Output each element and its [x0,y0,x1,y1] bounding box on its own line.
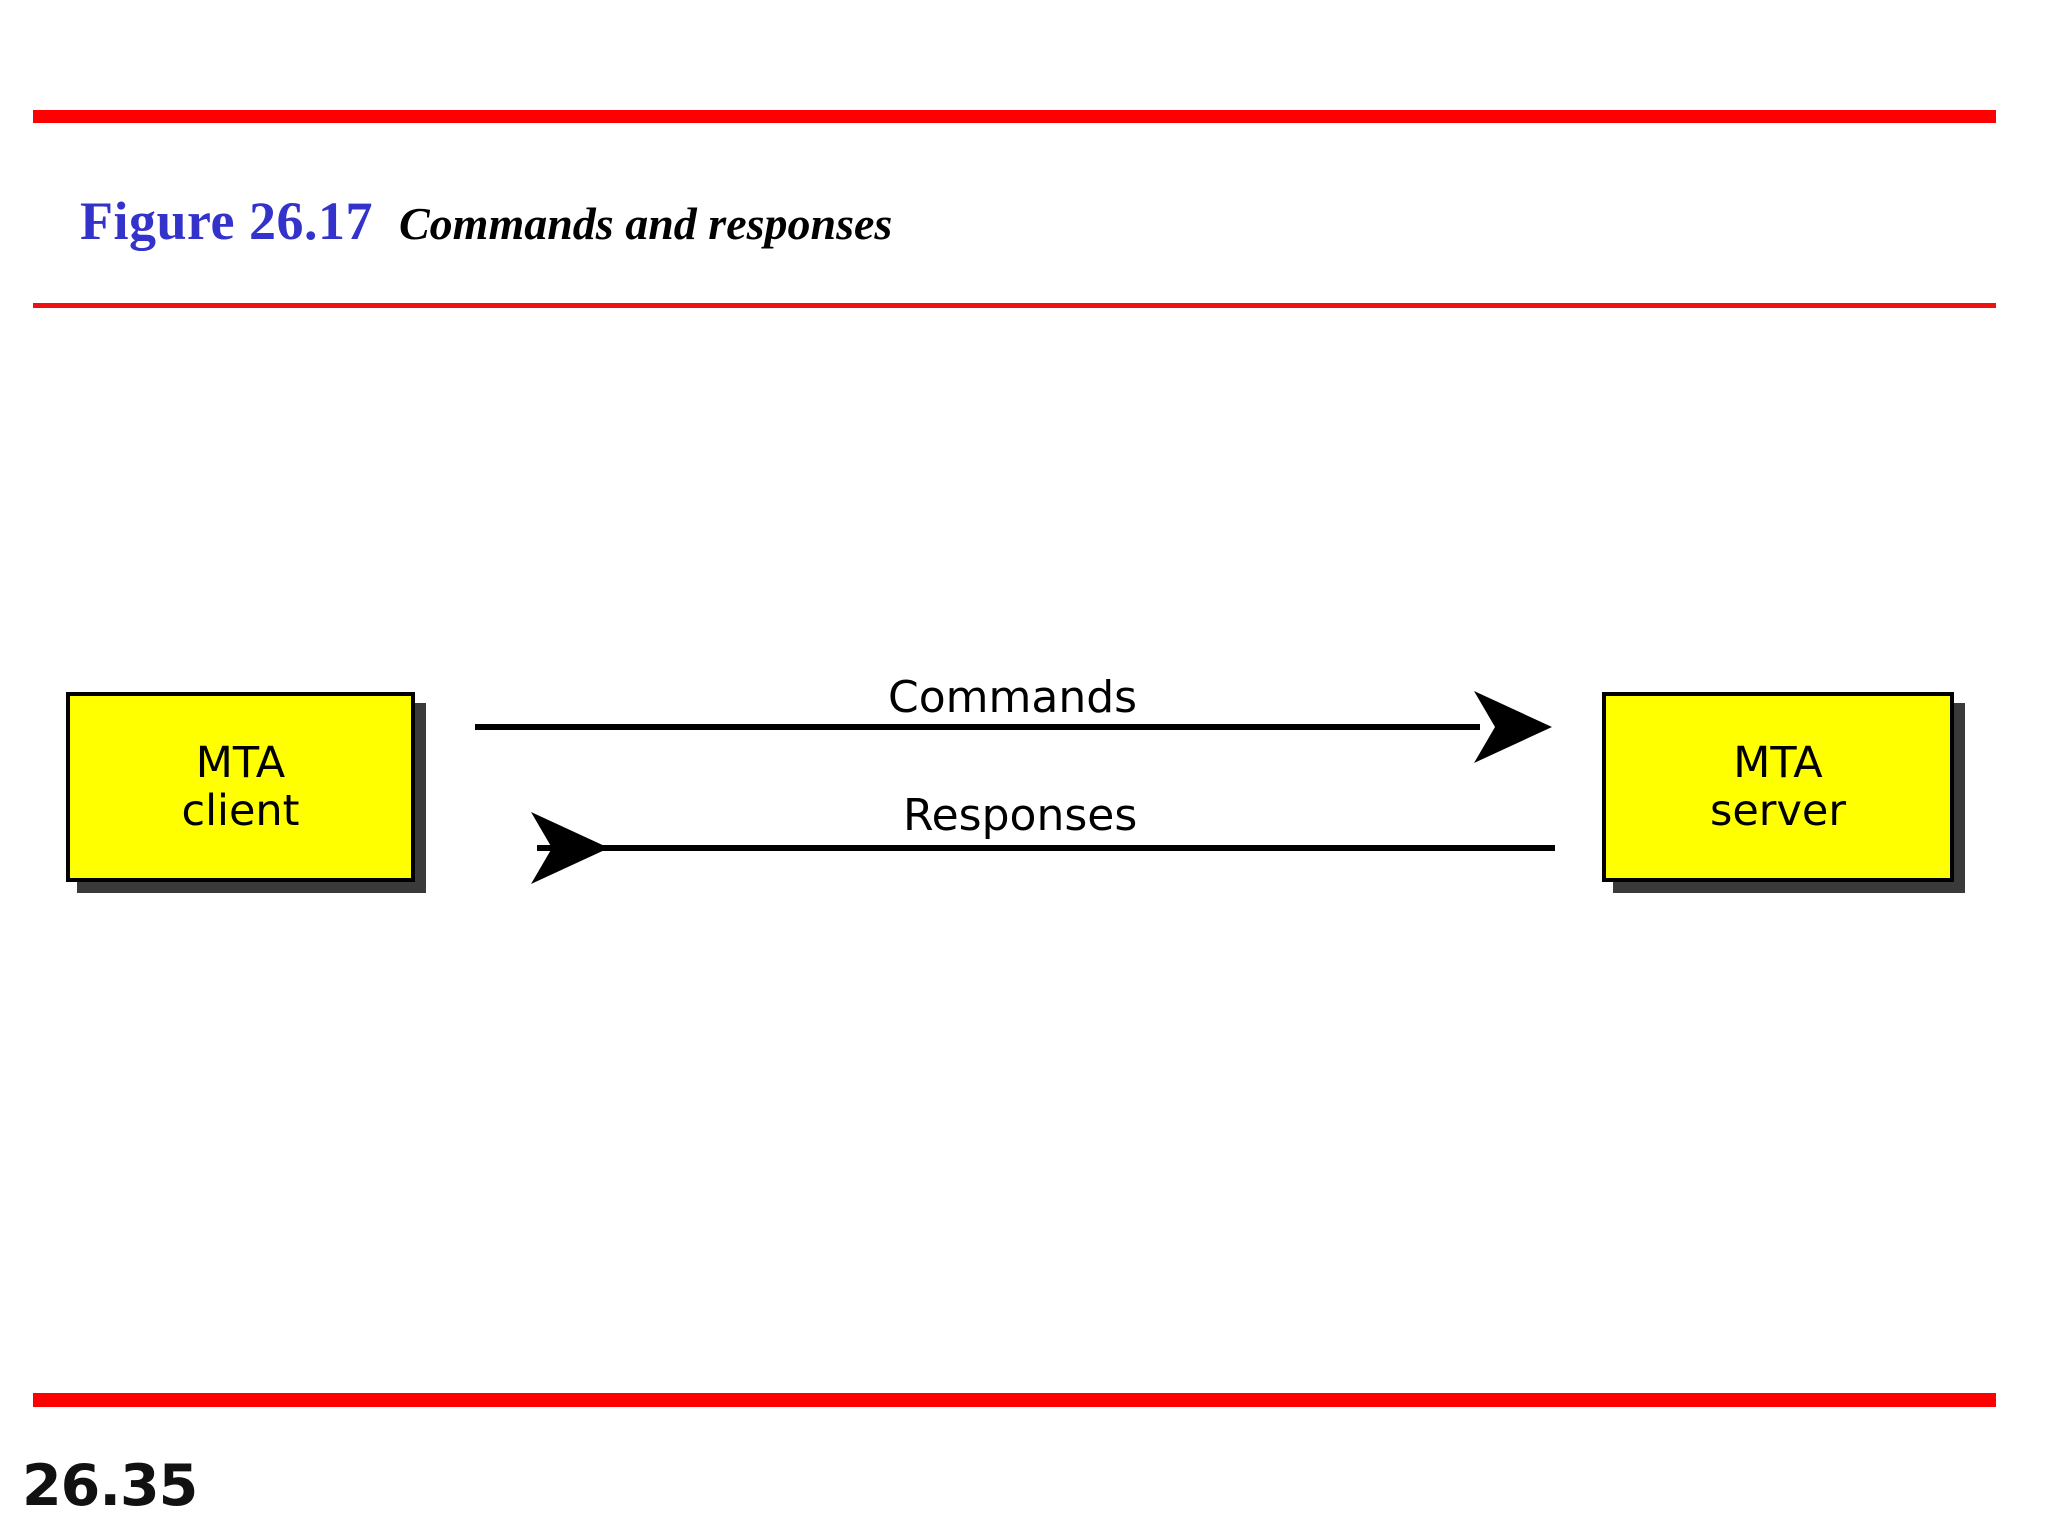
header-bottom-rule [33,303,1996,308]
flow-label-responses: Responses [903,790,1138,841]
page-number: 26.35 [22,1453,198,1519]
node-mta-server-line1: MTA [1733,737,1823,788]
footer-rule [33,1393,1996,1407]
node-mta-client-line2: client [181,786,300,836]
figure-caption: Commands and responses [398,198,893,249]
figure-title: Figure 26.17 Commands and responses [80,190,892,252]
figure-number: Figure 26.17 [80,191,373,251]
header-top-rule [33,110,1996,123]
node-mta-client[interactable]: MTA client [66,692,415,882]
node-mta-client-line1: MTA [195,737,286,788]
node-mta-server-line2: server [1709,786,1847,836]
flow-label-commands: Commands [888,672,1138,723]
node-mta-server[interactable]: MTA server [1602,692,1954,882]
